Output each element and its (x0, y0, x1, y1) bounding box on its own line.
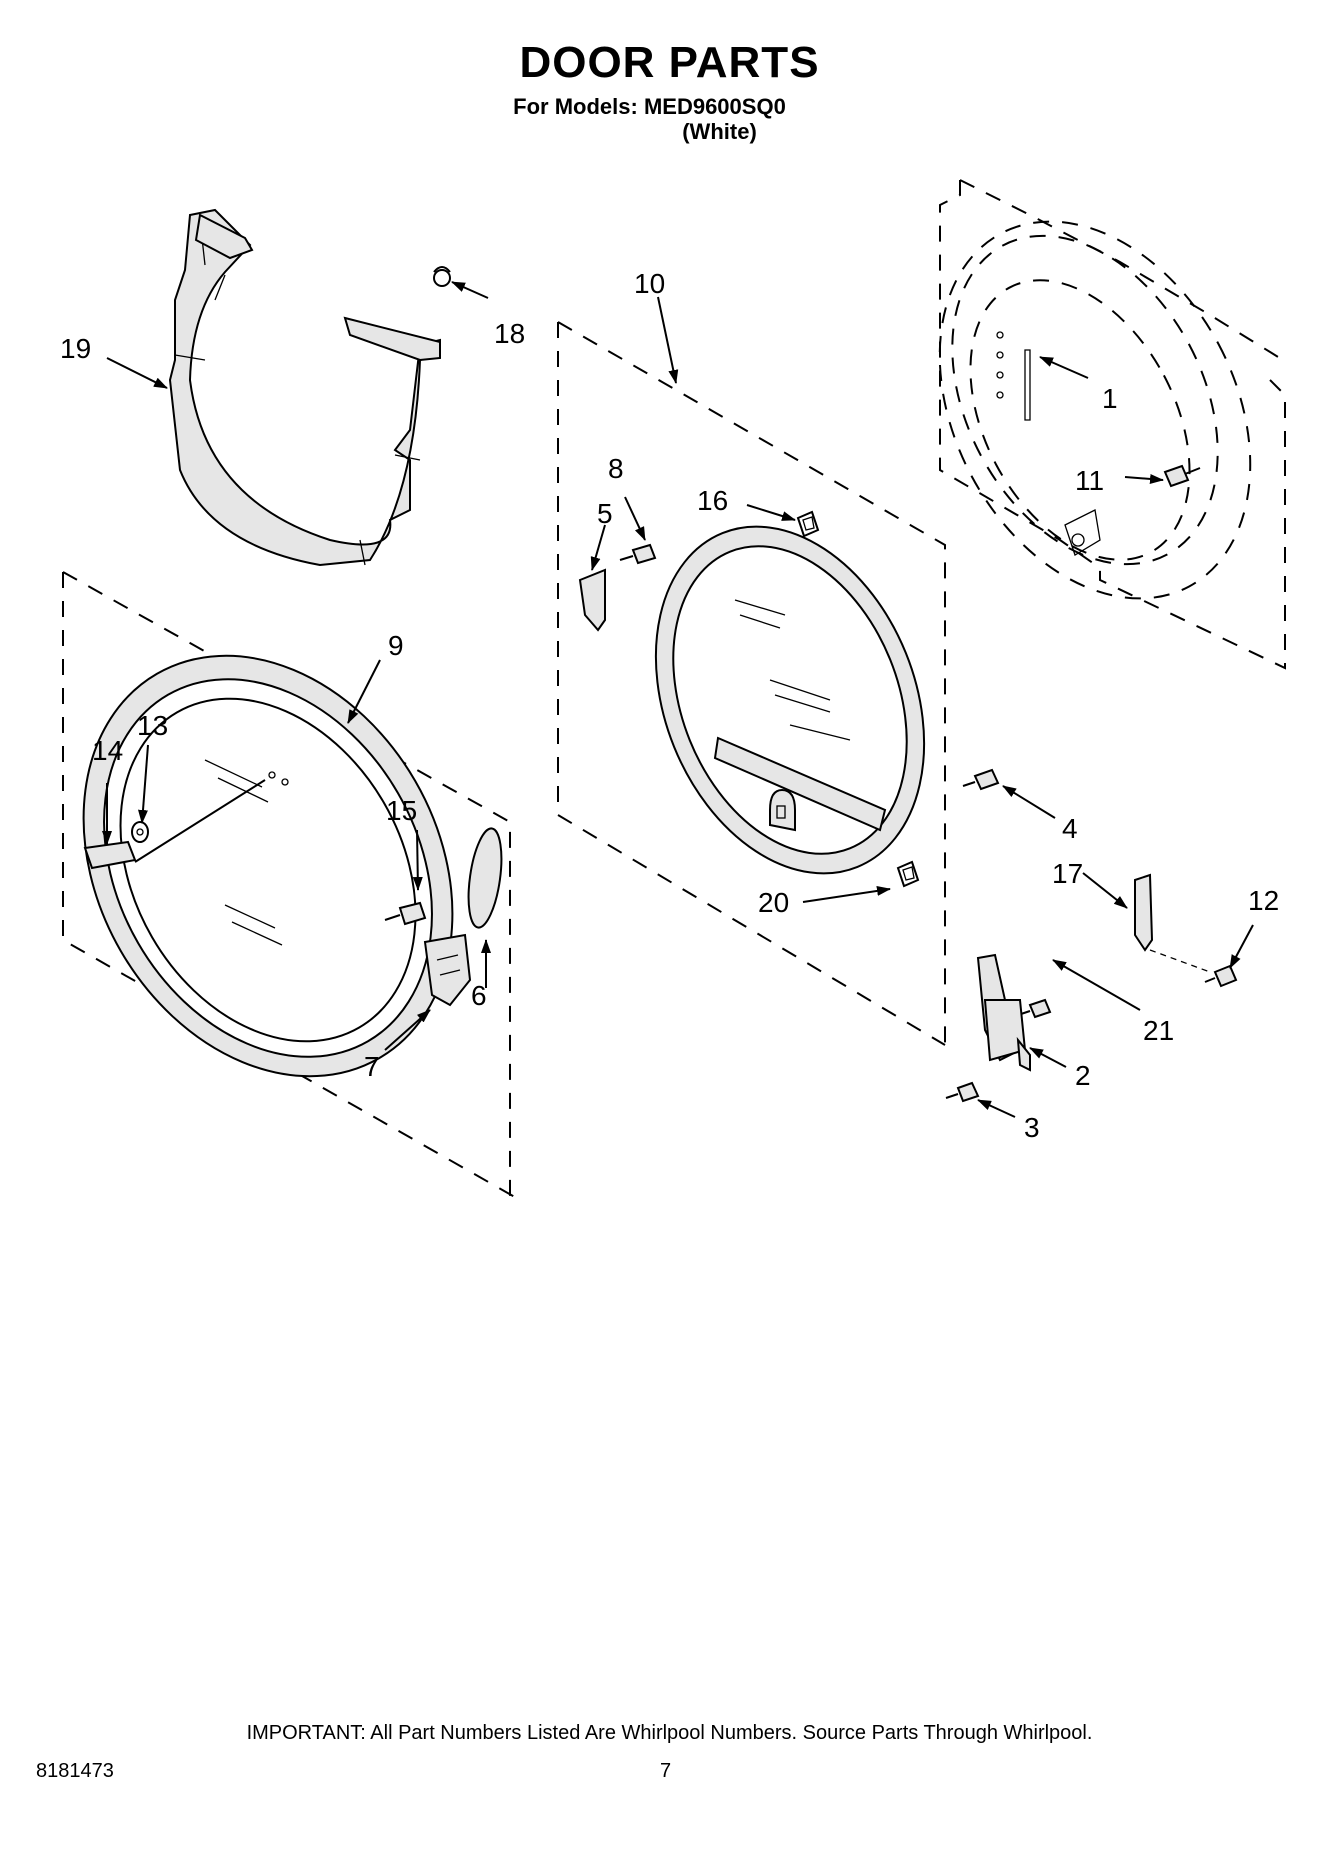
callout-9: 9 (388, 630, 404, 661)
important-notice: IMPORTANT: All Part Numbers Listed Are W… (246, 1722, 1093, 1744)
callout-3: 3 (1024, 1112, 1040, 1143)
page-title: DOOR PARTS (519, 38, 820, 87)
leader-arrows (102, 281, 1254, 1118)
callout-16: 16 (697, 485, 728, 516)
screw-part-11 (1163, 464, 1201, 488)
cabinet-front-panel (938, 179, 1286, 670)
door-trim-part-19 (168, 208, 441, 567)
callout-4: 4 (1062, 813, 1078, 844)
bracket-part-7 (423, 933, 472, 1007)
document-number: 8181473 (36, 1760, 114, 1782)
callout-21: 21 (1143, 1015, 1174, 1046)
screw-part-12 (1204, 964, 1238, 988)
screw-part-15 (384, 901, 427, 926)
screw-part-8 (619, 543, 657, 565)
hinge-cover-part-5 (578, 568, 606, 632)
clip-part-16 (796, 510, 820, 538)
callout-20: 20 (758, 887, 789, 918)
outer-door-assembly (62, 571, 521, 1201)
clip-part-20 (896, 860, 920, 888)
washer-part-13 (131, 821, 149, 843)
callout-14: 14 (92, 735, 123, 766)
page-number: 7 (660, 1760, 672, 1782)
callout-18: 18 (494, 318, 525, 349)
callout-15: 15 (386, 795, 417, 826)
screw-part-21 (1017, 998, 1052, 1019)
model-line: For Models: MED9600SQ0 (513, 94, 786, 119)
inner-door-assembly (557, 321, 946, 1046)
callout-10: 10 (634, 268, 665, 299)
callout-5: 5 (597, 498, 613, 529)
callout-8: 8 (608, 453, 624, 484)
callout-6: 6 (471, 980, 487, 1011)
hinge-part-2 (976, 953, 1031, 1072)
handle-part-14 (83, 840, 137, 870)
screw-part-3 (945, 1081, 980, 1103)
callout-12: 12 (1248, 885, 1279, 916)
callout-1: 1 (1102, 383, 1118, 414)
screw-part-4 (962, 768, 1000, 791)
callout-17: 17 (1052, 858, 1083, 889)
push-pin-part-18 (433, 266, 451, 287)
callout-7: 7 (364, 1051, 380, 1082)
hinge-trim-part-17 (1134, 873, 1211, 973)
callout-11: 11 (1075, 465, 1104, 496)
lens-part-6 (467, 827, 503, 929)
callout-19: 19 (60, 333, 91, 364)
callout-13: 13 (137, 710, 168, 741)
callout-labels: 1 2 3 4 5 6 7 8 9 10 11 12 13 14 15 16 1… (60, 268, 1279, 1143)
callout-2: 2 (1075, 1060, 1091, 1091)
model-variant: (White) (682, 119, 757, 144)
